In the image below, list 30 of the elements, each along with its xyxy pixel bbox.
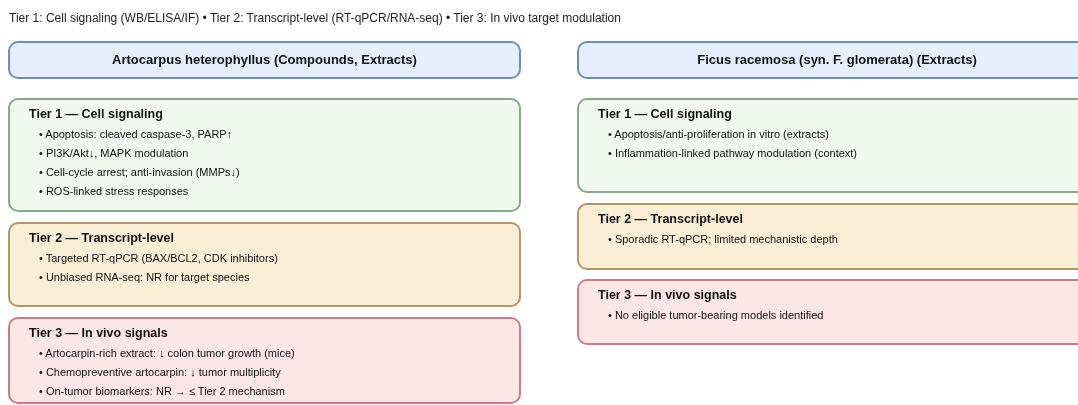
- bullet-item: • Apoptosis: cleaved caspase-3, PARP↑: [39, 127, 233, 142]
- header-box: [8, 41, 521, 79]
- tier-heading: Tier 1 — Cell signaling: [29, 106, 163, 122]
- bullet-item: • ROS-linked stress responses: [39, 184, 189, 199]
- header-box: [577, 41, 1078, 79]
- bullet-item: • Unbiased RNA-seq: NR for target species: [39, 270, 250, 285]
- tier-heading: Tier 3 — In vivo signals: [29, 325, 168, 341]
- tier-heading: Tier 1 — Cell signaling: [598, 106, 732, 122]
- tier-box: [8, 317, 521, 404]
- bullet-item: • Cell-cycle arrest; anti-invasion (MMPs↓): [39, 165, 240, 180]
- bullet-item: • PI3K/Akt↓, MAPK modulation: [39, 146, 189, 161]
- tier-box: [577, 279, 1078, 345]
- bullet-item: • Targeted RT-qPCR (BAX/BCL2, CDK inhibitors): [39, 251, 278, 266]
- bullet-item: • Apoptosis/anti-proliferation in vitro (extracts): [608, 127, 829, 142]
- tier-box: [8, 222, 521, 307]
- bullet-item: • No eligible tumor-bearing models identified: [608, 308, 824, 323]
- tier-box: [577, 203, 1078, 270]
- column-title: Ficus racemosa (syn. F. glomerata) (Extracts): [697, 51, 977, 70]
- bullet-item: • Artocarpin-rich extract: ↓ colon tumor growth (mice): [39, 346, 295, 361]
- header-text: Tier 1: Cell signaling (WB/ELISA/IF) • Tier 2: Transcript-level (RT-qPCR/RNA-seq) • Tier 3: In vivo target modulation: [9, 10, 621, 27]
- bullet-item: • On-tumor biomarkers: NR → ≤ Tier 2 mechanism: [39, 384, 285, 399]
- bullet-item: • Chemopreventive artocarpin: ↓ tumor multiplicity: [39, 365, 281, 380]
- bullet-item: • Inflammation-linked pathway modulation (context): [608, 146, 858, 161]
- bullet-item: • Sporadic RT-qPCR; limited mechanistic depth: [608, 232, 838, 247]
- tier-box: [8, 98, 521, 212]
- tier-heading: Tier 2 — Transcript-level: [598, 211, 743, 227]
- tier-box: [577, 98, 1078, 193]
- tier-heading: Tier 2 — Transcript-level: [29, 230, 174, 246]
- column-title: Artocarpus heterophyllus (Compounds, Extracts): [112, 51, 417, 70]
- tier-heading: Tier 3 — In vivo signals: [598, 287, 737, 303]
